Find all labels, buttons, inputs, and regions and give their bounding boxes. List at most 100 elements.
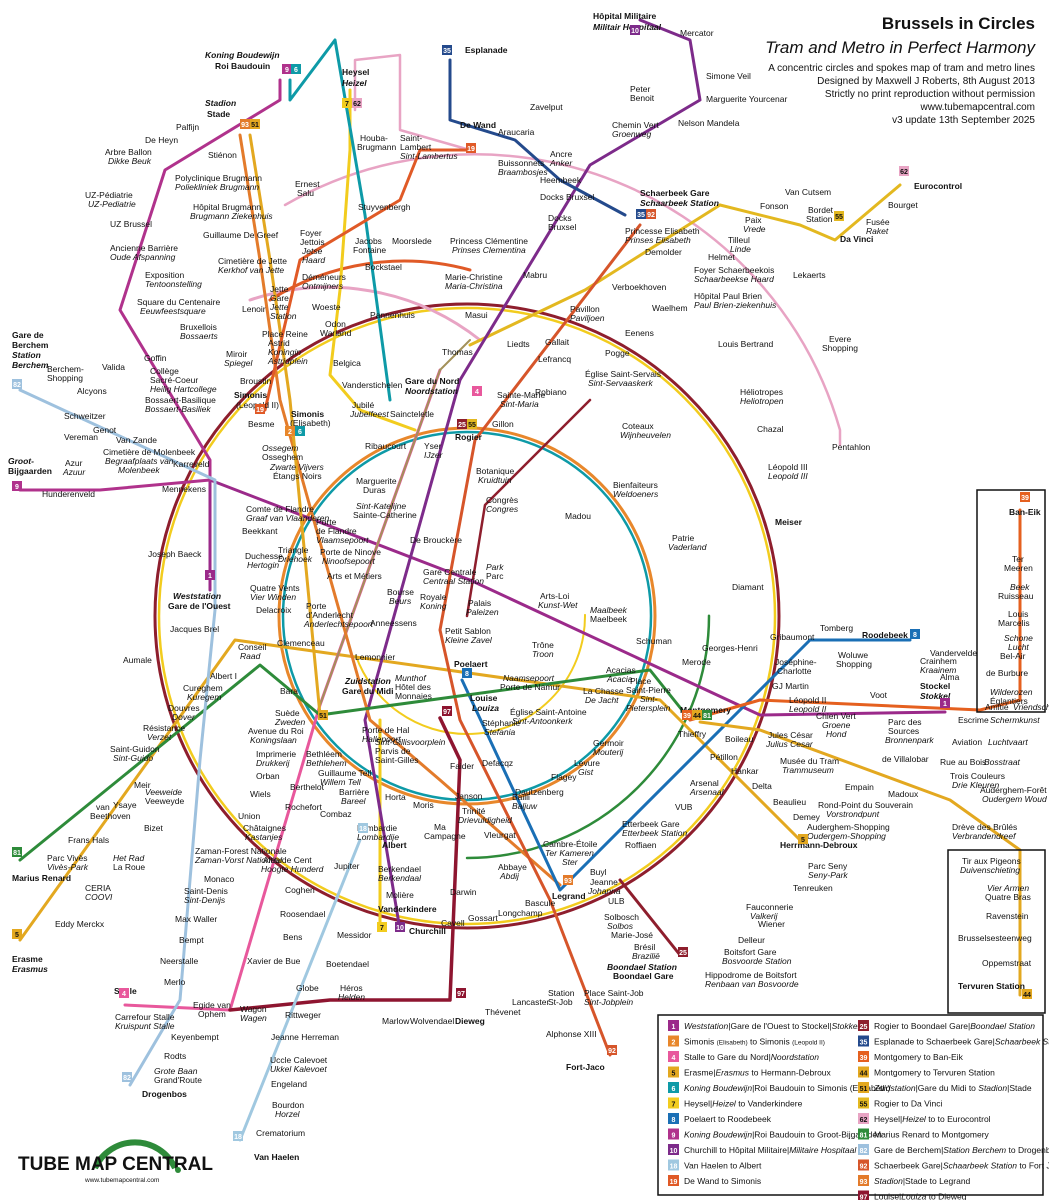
station-label[interactable]: Roosendael <box>280 909 325 919</box>
station-label[interactable]: Karreveld <box>173 459 210 469</box>
station-label[interactable]: Chien Vert <box>816 711 856 721</box>
station-label[interactable]: Germoir <box>593 738 624 748</box>
station-label[interactable]: Odon <box>325 319 346 329</box>
station-label[interactable]: Arsenal <box>690 778 719 788</box>
station-label[interactable]: Veeweide <box>145 787 182 797</box>
station-label[interactable]: De Jacht <box>585 695 619 705</box>
station-label[interactable]: Madoux <box>888 789 919 799</box>
station-label[interactable]: Jupiter <box>334 861 360 871</box>
station-label[interactable]: Shopping <box>836 659 872 669</box>
station-label[interactable]: Schaarbeek Station <box>640 198 719 208</box>
station-label[interactable]: Koningin <box>268 347 301 357</box>
station-label[interactable]: Parc des <box>888 717 922 727</box>
station-label[interactable]: Tenreuken <box>793 883 833 893</box>
station-label[interactable]: Erasme <box>12 954 43 964</box>
middle-ring-line-81[interactable] <box>223 372 711 860</box>
station-label[interactable]: Duras <box>363 485 386 495</box>
station-label[interactable]: Bossaert-Basiliek <box>145 404 211 414</box>
station-label[interactable]: Belgica <box>333 358 361 368</box>
station-label[interactable]: Marie-José <box>611 930 653 940</box>
station-label[interactable]: Place <box>630 676 652 686</box>
station-label[interactable]: Stockel <box>920 681 950 691</box>
station-label[interactable]: Alma <box>940 672 960 682</box>
station-label[interactable]: Osseghem <box>262 452 303 462</box>
station-label[interactable]: Goffin <box>144 353 167 363</box>
station-label[interactable]: Suède <box>275 708 300 718</box>
station-label[interactable]: Boitsfort Gare <box>724 947 777 957</box>
station-label[interactable]: Van Cutsem <box>785 187 831 197</box>
station-label[interactable]: Merlo <box>164 977 186 987</box>
ring-line-25[interactable] <box>465 398 592 618</box>
station-label[interactable]: Renbaan van Bosvoorde <box>705 979 799 989</box>
station-label[interactable]: Arbre Ballon <box>105 147 152 157</box>
station-label[interactable]: Auderghem-Forêt <box>980 785 1047 795</box>
station-label[interactable]: Campagne <box>424 831 466 841</box>
station-label[interactable]: Eeuwfeestsquare <box>140 306 206 316</box>
station-label[interactable]: Demey <box>793 812 821 822</box>
station-label[interactable]: Drogenbos <box>142 1089 187 1099</box>
station-label[interactable]: Zuidstation <box>344 676 391 686</box>
outer-ring-line-25[interactable] <box>153 302 781 930</box>
station-label[interactable]: Altitude Cent <box>263 855 312 865</box>
station-label[interactable]: Porte de Namur <box>500 682 560 692</box>
station-label[interactable]: Saint-Guidon <box>110 744 160 754</box>
line-6[interactable] <box>288 38 392 402</box>
line-badge[interactable]: 35 <box>636 209 646 219</box>
station-label[interactable]: Place Saint-Job <box>584 988 644 998</box>
station-label[interactable]: Boondael Gare <box>613 971 674 981</box>
station-label[interactable]: Vanderkindere <box>378 904 437 914</box>
station-label[interactable]: Pavillon <box>570 304 600 314</box>
station-label[interactable]: Chazal <box>757 424 784 434</box>
station-label[interactable]: Chemin Vert <box>612 120 659 130</box>
station-label[interactable]: Eenens <box>625 328 654 338</box>
station-label[interactable]: Porte de Hal <box>362 725 409 735</box>
station-label[interactable]: Etterbeek Station <box>622 828 687 838</box>
station-label[interactable]: Dover <box>172 712 196 722</box>
station-label[interactable]: Oude Afspanning <box>110 252 176 262</box>
station-label[interactable]: Horzel <box>275 1109 301 1119</box>
station-label[interactable]: Rochefort <box>285 802 322 812</box>
station-label[interactable]: Dautzenberg <box>515 787 564 797</box>
station-label[interactable]: Tomberg <box>820 623 853 633</box>
station-label[interactable]: Fauconnerie <box>746 902 794 912</box>
line-badge[interactable]: 92 <box>607 1045 617 1055</box>
station-label[interactable]: Hippodrome de Boitsfort <box>705 970 797 980</box>
station-label[interactable]: La Roue <box>113 862 145 872</box>
station-label[interactable]: Raket <box>866 226 889 236</box>
station-label[interactable]: Roodebeek <box>862 630 908 640</box>
station-label[interactable]: Leopold II <box>789 704 827 714</box>
station-label[interactable]: Sint-Servaaskerk <box>588 378 653 388</box>
station-label[interactable]: Sint- <box>640 694 658 704</box>
station-label[interactable]: Delta <box>752 781 772 791</box>
line-badge[interactable]: 39 <box>1020 492 1030 502</box>
station-label[interactable]: Guillaume Tell <box>318 768 371 778</box>
station-label[interactable]: Troon <box>532 649 554 659</box>
station-label[interactable]: Ravenstein <box>986 911 1029 921</box>
station-label[interactable]: Brusselsesteenweg <box>958 933 1032 943</box>
station-label[interactable]: Gist <box>578 767 594 777</box>
station-label[interactable]: Musée du Tram <box>780 756 839 766</box>
station-label[interactable]: Linde <box>730 244 751 254</box>
station-label[interactable]: Legrand <box>552 891 586 901</box>
station-label[interactable]: Dieweg <box>455 1016 485 1026</box>
station-label[interactable]: Quatre Bras <box>985 892 1031 902</box>
station-label[interactable]: Marcelis <box>998 618 1030 628</box>
station-label[interactable]: Pietersplein <box>626 703 671 713</box>
station-label[interactable]: Douvres <box>168 703 200 713</box>
inner-ring-line-6[interactable] <box>281 430 653 802</box>
station-label[interactable]: Crainhem <box>920 656 957 666</box>
station-label[interactable]: Moorslede <box>392 236 432 246</box>
line-badge[interactable]: 82 <box>122 1072 132 1082</box>
station-label[interactable]: Thomas <box>442 347 473 357</box>
station-label[interactable]: Berchem <box>12 360 49 370</box>
station-label[interactable]: Salu <box>297 188 314 198</box>
ring-line-55[interactable] <box>468 203 722 347</box>
station-label[interactable]: Lombardie <box>357 823 397 833</box>
station-label[interactable]: Beekkant <box>242 526 278 536</box>
